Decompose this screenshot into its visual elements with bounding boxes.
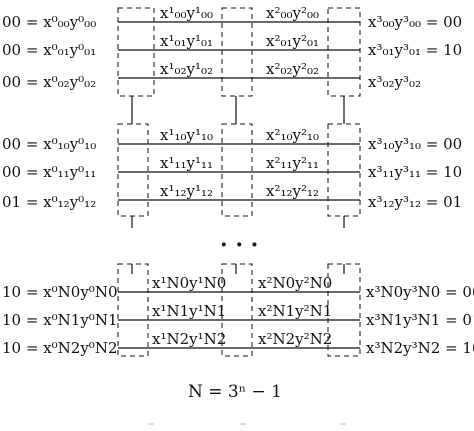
cell-col1: x¹N2y¹N2	[152, 330, 226, 348]
dashed-box-mid	[221, 263, 253, 357]
row-right-label: x³₁₁y³₁₁ = 10	[368, 163, 462, 181]
group-0	[117, 7, 361, 124]
cell-col1: x¹N0y¹N0	[152, 274, 226, 292]
group-2	[117, 263, 361, 357]
cell-col1: x¹₁₀y¹₁₀	[160, 126, 213, 144]
dashed-box-left	[117, 263, 149, 357]
row-left-label: 00 = x⁰₀₂y⁰₀₂	[2, 73, 96, 91]
row-right-label: x³₀₀y³₀₀ = 00	[368, 13, 462, 31]
cell-col1: x¹₁₁y¹₁₁	[160, 154, 213, 172]
row-right-label: x³N1y³N1 = 01	[366, 311, 474, 329]
dashed-box-right	[327, 7, 361, 97]
cell-col2: x²N0y²N0	[258, 274, 332, 292]
row-right-label: x³₁₂y³₁₂ = 01	[368, 193, 462, 211]
cell-col1: x¹₀₂y¹₀₂	[160, 60, 213, 78]
dashed-box-right	[327, 123, 361, 217]
row-left-label: 00 = x⁰₀₁y⁰₀₁	[2, 41, 96, 59]
cell-col2: x²₁₀y²₁₀	[266, 126, 319, 144]
dashed-box-right	[327, 263, 361, 357]
row-left-label: 10 = x⁰N0y⁰N0	[2, 283, 118, 301]
cell-col1: x¹N1y¹N1	[152, 302, 226, 320]
row-right-label: x³₀₂y³₀₂	[368, 73, 421, 91]
row-left-label: 10 = x⁰N1y⁰N1	[2, 311, 118, 329]
cell-col2: x²₀₁y²₀₁	[266, 32, 319, 50]
row-right-label: x³N2y³N2 = 10	[366, 339, 474, 357]
cell-col1: x¹₁₂y¹₁₂	[160, 182, 213, 200]
row-right-label: x³₁₀y³₁₀ = 00	[368, 135, 462, 153]
caption-formula: N = 3ⁿ − 1	[188, 382, 282, 402]
dashed-box-mid	[221, 123, 253, 217]
row-right-label: x³₀₁y³₀₁ = 10	[368, 41, 462, 59]
cell-col2: x²N2y²N2	[258, 330, 332, 348]
dashed-box-left	[117, 123, 149, 217]
cell-col2: x²₁₁y²₁₁	[266, 154, 319, 172]
row-left-label: 00 = x⁰₁₁y⁰₁₁	[2, 163, 96, 181]
row-right-label: x³N0y³N0 = 00	[366, 283, 474, 301]
dashed-box-mid	[221, 7, 253, 97]
vertical-ellipsis: · · ·	[220, 232, 258, 258]
cell-col2: x²₀₂y²₀₂	[266, 60, 319, 78]
cell-col2: x²₁₂y²₁₂	[266, 182, 319, 200]
cell-col1: x¹₀₀y¹₀₀	[160, 4, 213, 22]
row-left-label: 00 = x⁰₁₀y⁰₁₀	[2, 135, 96, 153]
group-1	[117, 123, 361, 228]
row-left-label: 10 = x⁰N2y⁰N2	[2, 339, 118, 357]
cell-col1: x¹₀₁y¹₀₁	[160, 32, 213, 50]
dashed-box-left	[117, 7, 155, 97]
cell-col2: x²₀₀y²₀₀	[266, 4, 319, 22]
row-left-label: 01 = x⁰₁₂y⁰₁₂	[2, 193, 96, 211]
row-left-label: 00 = x⁰₀₀y⁰₀₀	[2, 13, 96, 31]
cell-col2: x²N1y²N1	[258, 302, 332, 320]
